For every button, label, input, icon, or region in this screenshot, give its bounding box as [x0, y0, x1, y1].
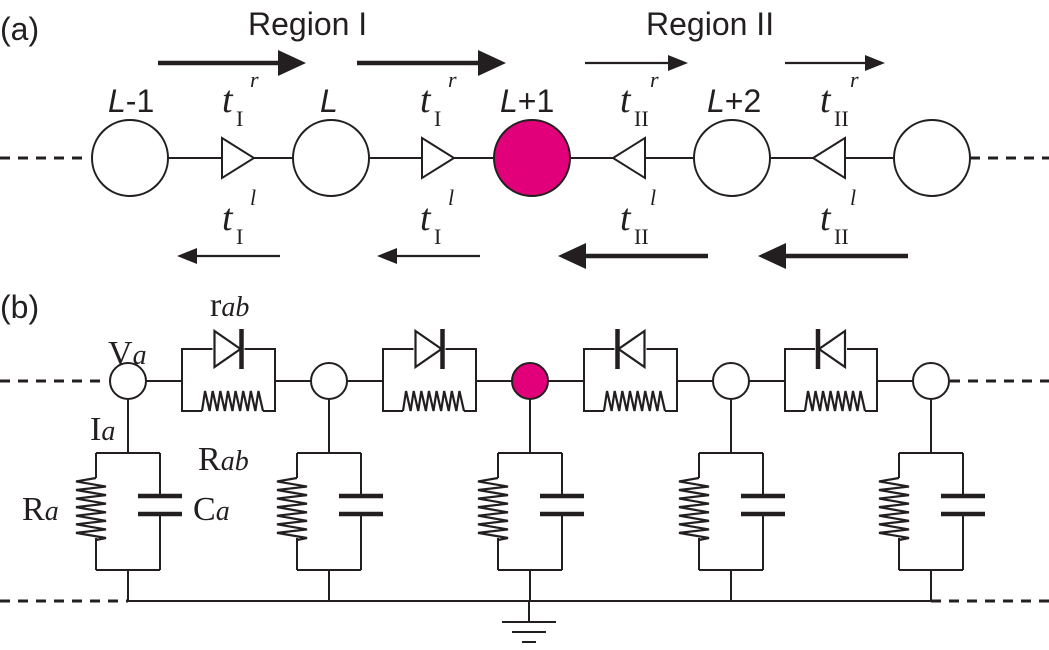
svg-text:r: r [850, 67, 859, 92]
right-triangle [221, 136, 256, 180]
link-block [181, 328, 276, 417]
diode-icon [815, 328, 847, 370]
panel-a-label: (a) [0, 11, 39, 47]
link-block [784, 328, 878, 417]
resistor-icon [678, 476, 710, 542]
capacitor-icon [741, 493, 785, 517]
diode-icon [413, 328, 446, 370]
link-blocks [146, 328, 913, 417]
site-label-L+1: L+1 [500, 83, 554, 119]
coupling-resistance-label: Rab [198, 441, 249, 478]
t-left-label: t II l [820, 185, 856, 249]
circuit-labels: Va Ia rab Rab Ra Ca [22, 287, 249, 528]
svg-text:l: l [650, 185, 656, 210]
ground-resistance-label: Ra [22, 491, 59, 528]
site [693, 119, 771, 197]
highlighted-site [493, 119, 571, 197]
svg-text:I: I [236, 224, 243, 249]
site [292, 119, 370, 197]
svg-text:t: t [420, 197, 432, 239]
svg-text:II: II [834, 224, 849, 249]
t-right-label: t I r [420, 67, 457, 131]
current-label: Ia [90, 411, 115, 448]
site [91, 119, 169, 197]
diode-icon [614, 328, 647, 370]
region-1-label: Region I [248, 6, 367, 42]
panel-b-label: (b) [0, 289, 39, 325]
site-chain [91, 119, 971, 197]
svg-text:l: l [250, 185, 256, 210]
svg-text:r: r [250, 67, 259, 92]
resistor-icon [276, 476, 308, 542]
shunt-branch [276, 399, 383, 601]
hopping-arrows [158, 50, 908, 269]
resistor-icon [878, 476, 910, 542]
svg-text:r: r [448, 67, 457, 92]
shunt-branch [477, 399, 584, 601]
site-labels: L-1 L L+1 L+2 [108, 83, 761, 119]
capacitor-icon [941, 493, 985, 517]
right-triangle [421, 136, 456, 180]
svg-text:II: II [834, 106, 849, 131]
left-triangle [811, 136, 846, 180]
svg-text:I: I [434, 224, 441, 249]
svg-text:t: t [620, 79, 632, 121]
capacitor-icon [540, 493, 584, 517]
svg-text:t: t [820, 197, 832, 239]
svg-text:t: t [222, 197, 234, 239]
resistor-icon [75, 476, 107, 542]
svg-text:I: I [434, 106, 441, 131]
link-block [583, 328, 678, 417]
resistor-icon [401, 390, 466, 412]
svg-text:I: I [236, 106, 243, 131]
svg-text:t: t [620, 197, 632, 239]
t-right-label: t II r [820, 67, 859, 131]
node [109, 362, 147, 400]
svg-text:II: II [634, 106, 649, 131]
svg-text:l: l [850, 185, 856, 210]
diode-icon [212, 328, 245, 370]
shunt-branch [75, 399, 182, 601]
capacitance-label: Ca [193, 491, 230, 528]
t-right-label: t II r [620, 67, 659, 131]
capacitor-icon [339, 493, 383, 517]
ground-icon [502, 601, 556, 643]
left-triangle [611, 136, 646, 180]
svg-text:t: t [222, 79, 234, 121]
node [310, 362, 348, 400]
resistor-icon [477, 476, 509, 542]
resistor-icon [200, 390, 265, 412]
site-label-L-1: L-1 [108, 83, 154, 119]
highlighted-node [511, 362, 549, 400]
hopping-labels: t I r t I r t II r t II r t I l t I l [222, 67, 859, 249]
capacitor-icon [138, 493, 182, 517]
node-branches [75, 399, 985, 601]
region-2-label: Region II [646, 6, 774, 42]
voltage-label: Va [108, 335, 147, 372]
t-left-label: t I l [420, 185, 454, 249]
node [912, 362, 950, 400]
t-right-label: t I r [222, 67, 259, 131]
resistor-icon [803, 390, 867, 412]
link-block [382, 328, 477, 417]
node [712, 362, 750, 400]
circuit-nodes [109, 362, 950, 400]
shunt-branch [678, 399, 785, 601]
svg-text:l: l [448, 185, 454, 210]
diode-resistance-label: rab [210, 287, 249, 324]
svg-text:t: t [820, 79, 832, 121]
svg-text:t: t [420, 79, 432, 121]
resistor-icon [602, 390, 667, 412]
site-label-L+2: L+2 [707, 83, 761, 119]
site-label-L: L [320, 83, 338, 119]
site [893, 119, 971, 197]
t-left-label: t II l [620, 185, 656, 249]
svg-text:II: II [634, 224, 649, 249]
t-left-label: t I l [222, 185, 256, 249]
svg-text:r: r [650, 67, 659, 92]
shunt-branch [878, 399, 985, 601]
